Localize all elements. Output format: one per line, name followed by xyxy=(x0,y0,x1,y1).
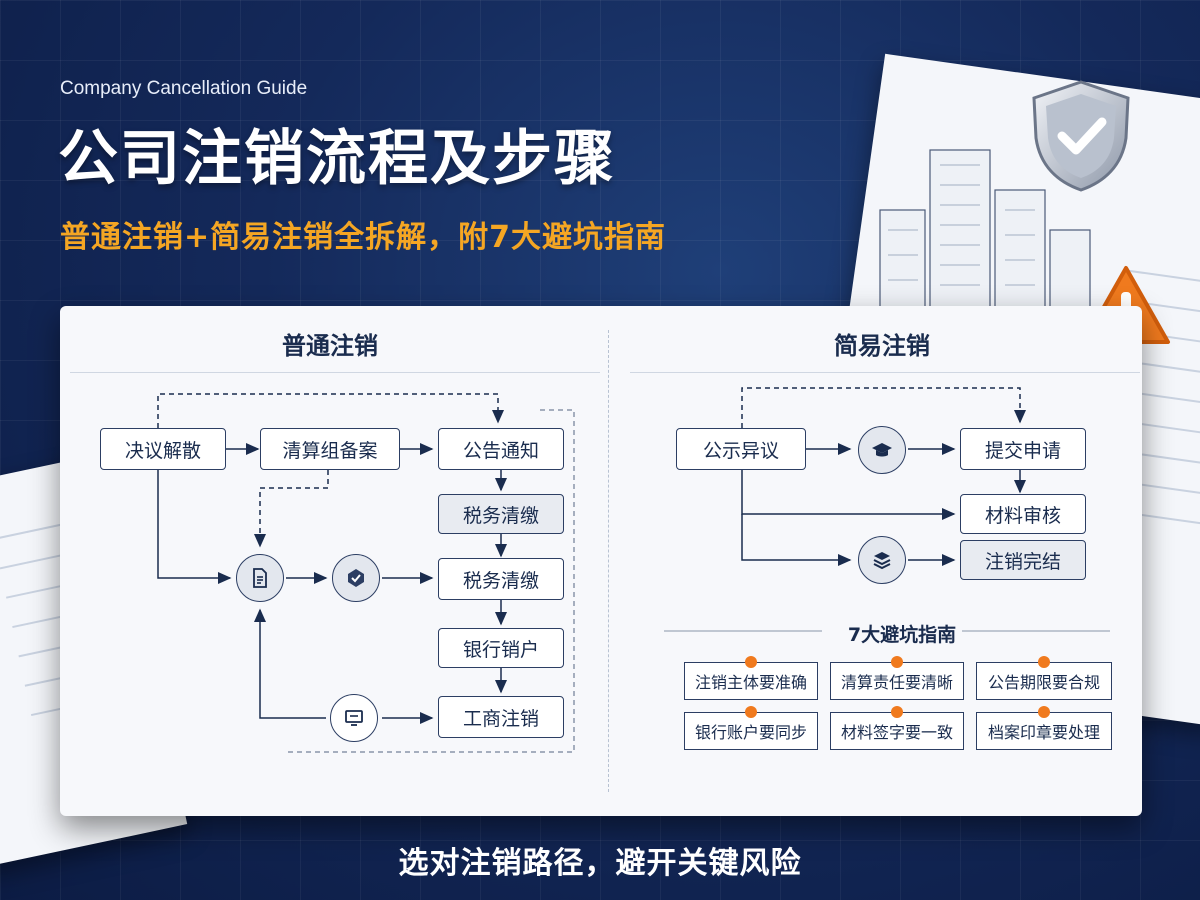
tip-badge-icon xyxy=(745,656,757,668)
simple-section-rule xyxy=(630,372,1140,373)
panel-divider xyxy=(608,330,609,792)
tip-item: 材料签字要一致 xyxy=(830,706,964,750)
buildings-illustration xyxy=(879,149,1091,310)
simple-section-title: 简易注销 xyxy=(834,332,930,360)
tip-label: 清算责任要清晰 xyxy=(840,673,953,692)
tip-label: 材料签字要一致 xyxy=(840,723,953,742)
tip-badge-icon xyxy=(745,706,757,718)
tip-item: 清算责任要清晰 xyxy=(830,656,964,700)
step-resolution-dissolve: 决议解散 xyxy=(100,428,226,470)
step-tax-clearance-1: 税务清缴 xyxy=(438,494,564,534)
tip-label: 档案印章要处理 xyxy=(987,723,1100,742)
tip-badge-icon xyxy=(891,706,903,718)
tip-badge-icon xyxy=(891,656,903,668)
tip-item: 档案印章要处理 xyxy=(976,706,1112,750)
english-title: Company Cancellation Guide xyxy=(60,78,308,99)
flow-connectors xyxy=(157,387,1110,753)
step-tax-clearance-2: 税务清缴 xyxy=(438,558,564,600)
tip-item: 公告期限要合规 xyxy=(976,656,1112,700)
step-business-deregistration: 工商注销 xyxy=(438,696,564,738)
shield-check-icon xyxy=(1032,80,1130,192)
tip-item: 银行账户要同步 xyxy=(684,706,818,750)
tip-label: 公告期限要合规 xyxy=(987,673,1100,692)
tip-badge-icon xyxy=(1038,656,1050,668)
tip-label: 注销主体要准确 xyxy=(694,673,807,692)
tip-badge-icon xyxy=(1038,706,1050,718)
step-public-notice: 公告通知 xyxy=(438,428,564,470)
flowchart-panel: 普通注销 简易注销 xyxy=(60,306,1142,816)
step-submit-application: 提交申请 xyxy=(960,428,1086,470)
step-bank-account-closure: 银行销户 xyxy=(438,628,564,668)
step-public-objection: 公示异议 xyxy=(676,428,806,470)
tip-item: 注销主体要准确 xyxy=(684,656,818,700)
step-liquidation-filing: 清算组备案 xyxy=(260,428,400,470)
monitor-icon xyxy=(330,694,378,742)
footer-slogan: 选对注销路径，避开关键风险 xyxy=(398,846,802,881)
stack-layers-icon xyxy=(858,536,906,584)
page-subtitle: 普通注销+简易注销全拆解，附7大避坑指南 xyxy=(60,220,667,255)
document-icon xyxy=(236,554,284,602)
page-title: 公司注销流程及步骤 xyxy=(58,124,616,194)
tip-label: 银行账户要同步 xyxy=(694,723,807,742)
tips-title: 7大避坑指南 xyxy=(847,624,957,646)
ordinary-section-rule xyxy=(70,372,600,373)
step-material-review: 材料审核 xyxy=(960,494,1086,534)
check-badge-icon xyxy=(332,554,380,602)
ordinary-section-title: 普通注销 xyxy=(282,332,378,360)
step-deregistration-complete: 注销完结 xyxy=(960,540,1086,580)
graduation-cap-icon xyxy=(858,426,906,474)
